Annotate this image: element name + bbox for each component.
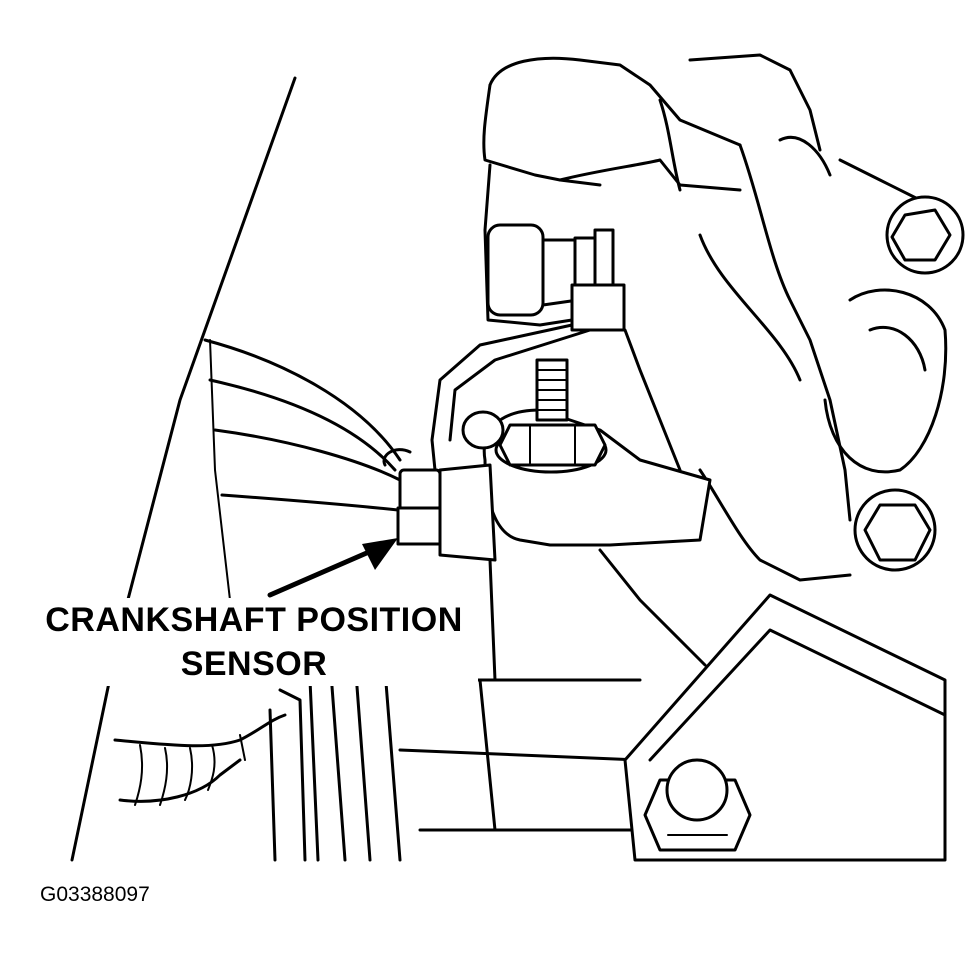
callout-arrow-head <box>362 538 398 570</box>
callout-line-1: CRANKSHAFT POSITION <box>45 601 463 639</box>
upper-wire-2 <box>448 328 592 442</box>
bolt-top-right-hex <box>890 208 952 262</box>
upper-wire <box>430 323 574 472</box>
engine-block-lower <box>698 468 852 582</box>
wire-harness-2 <box>208 378 397 472</box>
engine-block-curve-2 <box>623 328 682 472</box>
upper-housing-5 <box>778 136 832 177</box>
housing-edge <box>70 76 297 862</box>
callout-arrow-shaft <box>267 542 388 598</box>
upper-bracket <box>482 83 602 187</box>
crankshaft-sensor-connector <box>398 468 442 512</box>
axle-boot-ribs <box>134 734 246 806</box>
figure-id: G03388097 <box>40 883 150 906</box>
axle-flange-2 <box>268 708 277 862</box>
transmission-case-8 <box>598 548 707 667</box>
engine-block-curve <box>698 233 802 382</box>
upper-connector-lock <box>570 283 626 332</box>
upper-housing-4 <box>688 53 822 152</box>
wire-harness <box>203 338 402 462</box>
crankshaft-sensor-body <box>438 463 497 562</box>
upper-housing <box>488 56 742 147</box>
bolt-lower-head <box>665 758 729 822</box>
upper-connector <box>486 223 545 317</box>
transmission-case-6 <box>478 678 497 832</box>
upper-housing-2 <box>558 158 742 192</box>
wire-harness-3 <box>213 428 402 482</box>
crankshaft-sensor-plug <box>396 506 442 546</box>
bolt-mid-right-hex <box>863 503 932 562</box>
axle-boot-2 <box>118 758 242 803</box>
locating-pin <box>461 410 505 450</box>
engine-block-boss-inner <box>868 325 927 372</box>
transmission-case-2 <box>353 658 372 862</box>
transmission-case-5 <box>398 748 642 762</box>
transmission-case <box>328 658 347 862</box>
stud-nut-face <box>529 424 576 466</box>
axle-flange <box>278 688 307 862</box>
transmission-case-3 <box>383 668 402 862</box>
engine-block-edge <box>738 143 852 522</box>
stud-thread-lines <box>536 369 568 411</box>
callout-label: CRANKSHAFT POSITION SENSOR <box>30 598 478 686</box>
stud-nut <box>498 423 607 467</box>
wire-harness-4 <box>220 493 400 512</box>
crankshaft-sensor-wire <box>382 448 412 467</box>
lower-bracket-inner <box>648 628 947 762</box>
transmission-case-7 <box>488 558 497 682</box>
engine-block-boss <box>823 288 948 474</box>
axle-boot <box>113 713 287 748</box>
callout-line-2: SENSOR <box>180 645 328 683</box>
upper-tube <box>483 163 574 327</box>
axle-flange-3 <box>308 678 320 862</box>
upper-housing-3 <box>658 98 682 192</box>
